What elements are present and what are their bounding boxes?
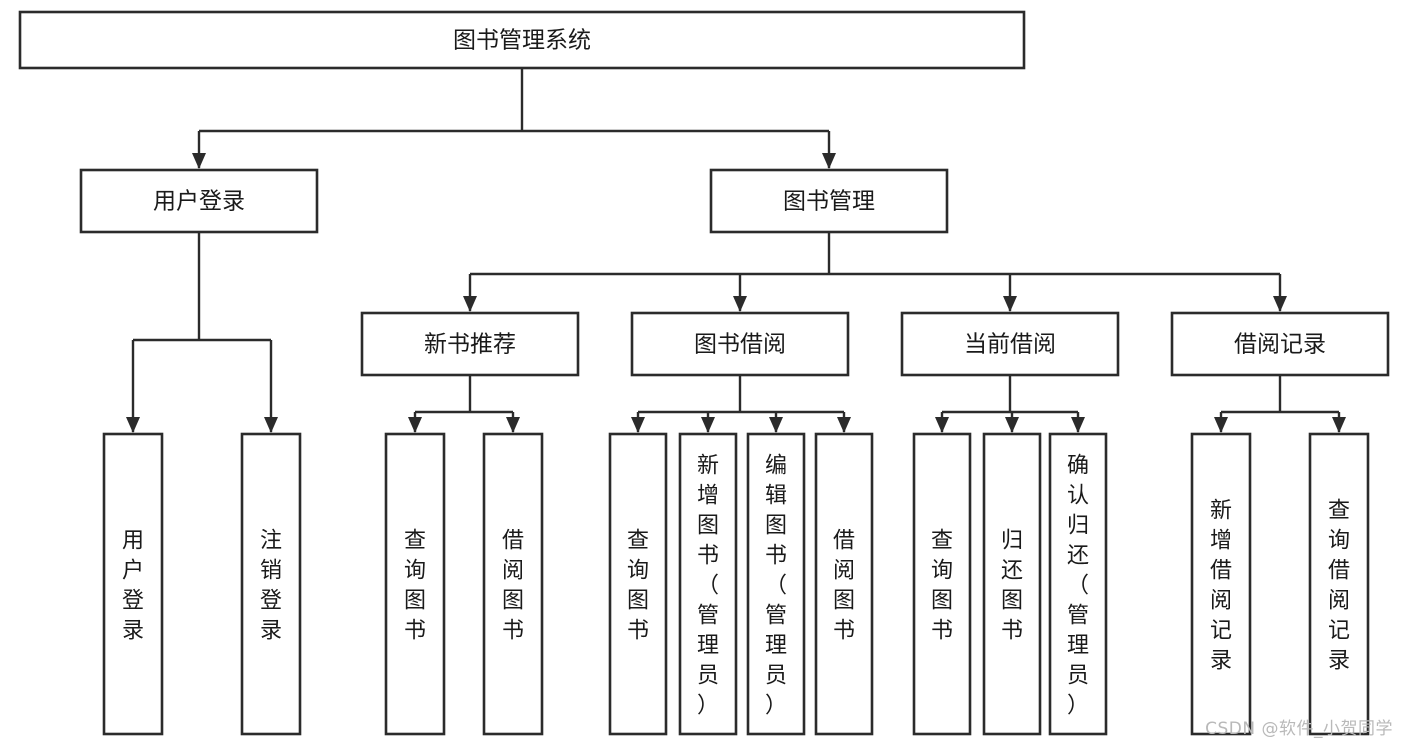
- node-label: 新书推荐: [424, 332, 516, 358]
- node-root-0-图书管理系统[interactable]: 图书管理系统: [18, 10, 1026, 70]
- node-box: [18, 10, 1026, 70]
- node-box: [900, 311, 1120, 377]
- node-leaf-11-新增借阅记录[interactable]: 新增借阅记录: [1190, 432, 1252, 736]
- arrow-head-icon: [769, 417, 783, 433]
- node-leaf-4-查询图书[interactable]: 查询图书: [608, 432, 668, 736]
- arrow-head-icon: [1273, 296, 1287, 312]
- arrow-head-icon: [701, 417, 715, 433]
- node-box: [982, 432, 1042, 736]
- node-box: [912, 432, 972, 736]
- node-label: 确认归还（管理员）: [1067, 453, 1089, 718]
- arrow-head-icon: [1071, 417, 1085, 433]
- node-box: [384, 432, 446, 736]
- node-box: [1190, 432, 1252, 736]
- node-leaf-1-注销登录[interactable]: 注销登录: [240, 432, 302, 736]
- arrow-head-icon: [935, 417, 949, 433]
- node-label: 查询借阅记录: [1328, 498, 1350, 673]
- node-label: 新增借阅记录: [1210, 498, 1232, 673]
- node-leaf-3-借阅图书[interactable]: 借阅图书: [482, 432, 544, 736]
- node-leaf-10-确认归还管理员[interactable]: 确认归还（管理员）: [1048, 432, 1108, 736]
- node-level2-3-借阅记录[interactable]: 借阅记录: [1170, 311, 1390, 377]
- node-box: [1308, 432, 1370, 736]
- connector-lines-layer: [126, 68, 1346, 433]
- node-label: 查询图书: [627, 528, 649, 643]
- node-leaf-2-查询图书[interactable]: 查询图书: [384, 432, 446, 736]
- node-leaf-9-归还图书[interactable]: 归还图书: [982, 432, 1042, 736]
- node-level1-1-图书管理[interactable]: 图书管理: [709, 168, 949, 234]
- node-level2-1-图书借阅[interactable]: 图书借阅: [630, 311, 850, 377]
- arrow-head-icon: [126, 417, 140, 433]
- node-label: 用户登录: [153, 189, 245, 215]
- arrow-head-icon: [1005, 417, 1019, 433]
- node-box: [102, 432, 164, 736]
- node-label: 借阅记录: [1234, 332, 1326, 358]
- diagram-nodes-layer: 图书管理系统用户登录图书管理新书推荐图书借阅当前借阅借阅记录用户登录注销登录查询…: [18, 10, 1390, 736]
- node-label: 查询图书: [931, 528, 953, 643]
- node-level2-2-当前借阅[interactable]: 当前借阅: [900, 311, 1120, 377]
- node-box: [240, 432, 302, 736]
- node-label: 借阅图书: [833, 528, 855, 643]
- arrow-head-icon: [822, 153, 836, 169]
- node-label: 当前借阅: [964, 332, 1056, 358]
- arrow-head-icon: [264, 417, 278, 433]
- node-leaf-7-借阅图书[interactable]: 借阅图书: [814, 432, 874, 736]
- node-label: 借阅图书: [502, 528, 524, 643]
- node-box: [746, 432, 806, 736]
- arrow-head-icon: [408, 417, 422, 433]
- node-box: [1170, 311, 1390, 377]
- node-box: [630, 311, 850, 377]
- node-leaf-0-用户登录[interactable]: 用户登录: [102, 432, 164, 736]
- node-label: 编辑图书（管理员）: [765, 453, 787, 718]
- arrow-head-icon: [1003, 296, 1017, 312]
- node-label: 图书借阅: [694, 332, 786, 358]
- node-leaf-12-查询借阅记录[interactable]: 查询借阅记录: [1308, 432, 1370, 736]
- node-leaf-5-新增图书管理员[interactable]: 新增图书（管理员）: [678, 432, 738, 736]
- node-label: 图书管理系统: [453, 28, 591, 54]
- arrow-head-icon: [506, 417, 520, 433]
- node-label: 图书管理: [783, 189, 875, 215]
- node-leaf-8-查询图书[interactable]: 查询图书: [912, 432, 972, 736]
- node-label: 查询图书: [404, 528, 426, 643]
- arrow-head-icon: [1332, 417, 1346, 433]
- node-label: 新增图书（管理员）: [697, 453, 719, 718]
- arrow-head-icon: [192, 153, 206, 169]
- arrow-head-icon: [463, 296, 477, 312]
- node-label: 归还图书: [1001, 528, 1023, 643]
- node-box: [1048, 432, 1108, 736]
- node-leaf-6-编辑图书管理员[interactable]: 编辑图书（管理员）: [746, 432, 806, 736]
- node-box: [482, 432, 544, 736]
- node-level1-0-用户登录[interactable]: 用户登录: [79, 168, 319, 234]
- node-box: [814, 432, 874, 736]
- node-box: [678, 432, 738, 736]
- node-box: [360, 311, 580, 377]
- arrow-head-icon: [837, 417, 851, 433]
- watermark-text: CSDN @软件_小贺同学: [1205, 719, 1393, 739]
- arrow-head-icon: [1214, 417, 1228, 433]
- node-box: [709, 168, 949, 234]
- arrow-head-icon: [733, 296, 747, 312]
- node-label: 注销登录: [260, 528, 282, 643]
- arrow-head-icon: [631, 417, 645, 433]
- node-level2-0-新书推荐[interactable]: 新书推荐: [360, 311, 580, 377]
- node-box: [608, 432, 668, 736]
- node-box: [79, 168, 319, 234]
- node-label: 用户登录: [122, 528, 144, 643]
